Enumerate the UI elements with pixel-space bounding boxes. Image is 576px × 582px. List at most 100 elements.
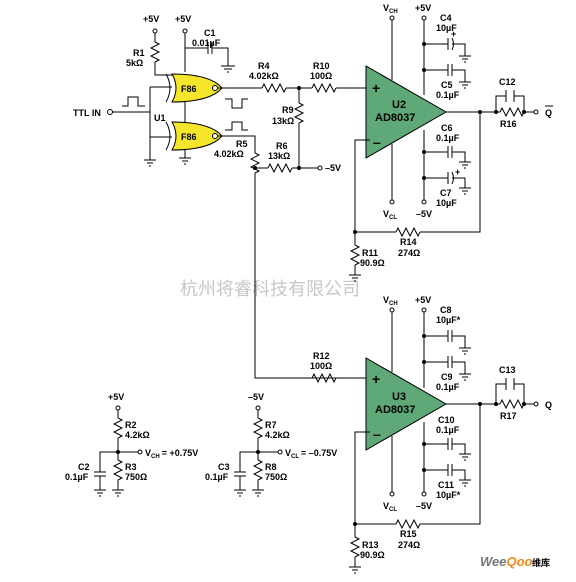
r6-supply-label: –5V xyxy=(325,163,341,173)
r11-resistor xyxy=(349,244,361,266)
r17-ref: R17 xyxy=(500,411,517,421)
r2-ref: R2 xyxy=(125,420,137,430)
q-bar-output-label: Q xyxy=(545,108,552,118)
r4-ref: R4 xyxy=(258,61,270,71)
r16-ref: R16 xyxy=(500,119,517,129)
vcl-bias-label: VCL= –0.75V xyxy=(285,448,337,460)
r6-value: 13kΩ xyxy=(268,151,290,161)
r15-resistor xyxy=(395,518,421,530)
u3-vch-label: VCH xyxy=(383,295,398,307)
r5-ref: R5 xyxy=(236,139,248,149)
c1-ref: C1 xyxy=(204,28,216,38)
r1-value: 5kΩ xyxy=(126,58,143,68)
c10-capacitor xyxy=(447,438,453,450)
u2-p5-label: +5V xyxy=(415,3,431,13)
r5-value: 4.02kΩ xyxy=(214,149,244,159)
r14-ref: R14 xyxy=(400,237,417,247)
r4-value: 4.02kΩ xyxy=(249,71,279,81)
r13-value: 90.9Ω xyxy=(360,550,385,560)
weeqoo-logo: WeeQoo 维库 xyxy=(480,554,550,569)
c12-ref: C12 xyxy=(499,77,516,87)
c2-value: 0.1µF xyxy=(65,472,89,482)
c8-value: 10µF* xyxy=(436,315,461,325)
c2-capacitor xyxy=(94,471,106,477)
gate-ground xyxy=(144,137,156,167)
r13-ref: R13 xyxy=(362,540,379,550)
c13-capacitor xyxy=(505,378,515,390)
r6-resistor xyxy=(267,162,293,174)
r15-ref: R15 xyxy=(400,529,417,539)
r7-value: 4.2kΩ xyxy=(265,430,290,440)
c4-value: 10µF xyxy=(436,23,457,33)
c4-capacitor xyxy=(447,37,454,51)
c5-value: 0.1µF xyxy=(436,90,460,100)
r16-resistor xyxy=(499,106,525,118)
c5-capacitor xyxy=(447,64,453,76)
c1-capacitor xyxy=(207,42,213,54)
c9-capacitor xyxy=(447,356,453,368)
r9-value: 13kΩ xyxy=(272,116,294,126)
q-output-label: Q xyxy=(545,400,552,410)
r10-ref: R10 xyxy=(313,61,330,71)
watermark-text: 杭州将睿科技有限公司 xyxy=(180,279,360,300)
r8-value: 750Ω xyxy=(265,472,287,482)
u2-part: AD8037 xyxy=(375,112,415,124)
u3-ref: U3 xyxy=(392,391,406,403)
xor-gate-bottom: F86 xyxy=(165,121,223,151)
r3-ref: R3 xyxy=(125,462,137,472)
gate-supply-label: +5V xyxy=(175,14,191,24)
r5-resistor xyxy=(249,152,261,174)
c3-capacitor xyxy=(234,471,246,477)
gate-top-pulse-icon xyxy=(225,98,248,109)
svg-text:+: + xyxy=(372,80,380,96)
r1-ref: R1 xyxy=(133,48,145,58)
r15-value: 274Ω xyxy=(398,540,420,550)
u3-vcl-label: VCL xyxy=(383,501,397,513)
c6-ref: C6 xyxy=(441,123,453,133)
svg-text:–: – xyxy=(373,426,381,442)
c9-ref: C9 xyxy=(441,372,453,382)
c3-value: 0.1µF xyxy=(205,472,229,482)
gate-bottom-pulse-icon xyxy=(225,121,248,131)
r13-resistor xyxy=(349,536,361,558)
svg-text:+: + xyxy=(455,167,460,177)
c6-capacitor xyxy=(447,146,453,158)
r7-ref: R7 xyxy=(265,420,277,430)
svg-text:WeeQoo: WeeQoo xyxy=(480,554,533,569)
svg-text:+: + xyxy=(451,29,456,39)
r3-resistor xyxy=(112,459,124,481)
c12-capacitor xyxy=(505,90,515,102)
c3-ref: C3 xyxy=(218,462,230,472)
c10-value: 0.1µF xyxy=(436,425,460,435)
u3-p5-label: +5V xyxy=(415,295,431,305)
r8-ref: R8 xyxy=(265,462,277,472)
r1-resistor xyxy=(149,41,161,63)
svg-text:+: + xyxy=(372,371,380,387)
c6-value: 0.1µF xyxy=(436,133,460,143)
u3-m5-label: –5V xyxy=(416,501,432,511)
r3-value: 750Ω xyxy=(125,472,147,482)
c7-value: 10µF xyxy=(436,198,457,208)
r2-resistor xyxy=(112,417,124,439)
u3-part: AD8037 xyxy=(375,404,415,416)
svg-text:F86: F86 xyxy=(181,132,197,142)
r12-value: 100Ω xyxy=(310,361,332,371)
u2-opamp xyxy=(365,65,448,159)
c8-capacitor xyxy=(447,330,453,342)
c8-ref: C8 xyxy=(440,305,452,315)
r7-resistor xyxy=(252,417,264,439)
r4-resistor xyxy=(261,82,287,94)
u3-opamp xyxy=(365,357,448,451)
input-pulse-icon xyxy=(122,96,145,107)
vcl-bias-supply-label: –5V xyxy=(248,392,264,402)
c7-capacitor xyxy=(447,171,454,185)
vch-bias-supply-label: +5V xyxy=(108,392,124,402)
r9-resistor xyxy=(293,102,305,124)
r9-ref: R9 xyxy=(282,105,294,115)
svg-text:维库: 维库 xyxy=(532,557,550,568)
r11-value: 90.9Ω xyxy=(360,258,385,268)
c1-value: 0.01µF xyxy=(192,38,221,48)
u1-label: U1 xyxy=(154,113,166,123)
ttl-in-label: TTL IN xyxy=(73,108,101,118)
r17-resistor xyxy=(499,398,525,410)
